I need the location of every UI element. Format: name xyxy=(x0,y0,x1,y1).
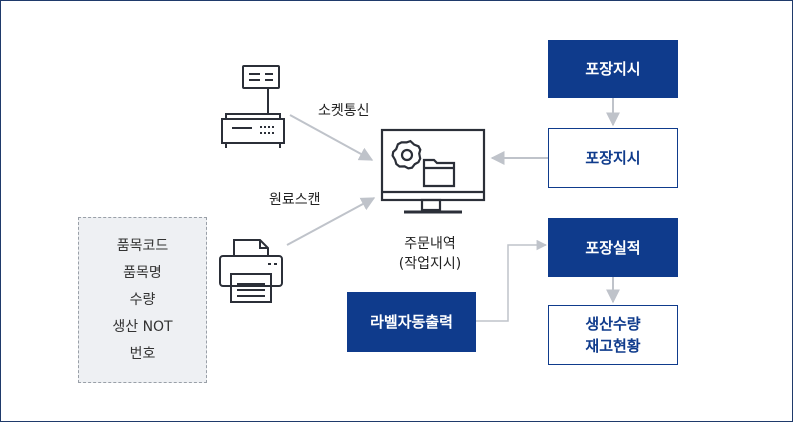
field-number: 번호 xyxy=(129,346,156,362)
pack-order-box: 포장지시 xyxy=(548,128,678,188)
field-production-not: 생산 NOT xyxy=(112,319,173,335)
order-history-caption: 주문내역 (작업지시) xyxy=(370,234,490,274)
arrow-label-to-result xyxy=(476,239,548,322)
order-history-label: 주문내역 xyxy=(404,236,456,252)
pack-result-box: 포장실적 xyxy=(548,218,678,277)
scale-icon xyxy=(221,65,285,148)
production-qty-box: 생산수량 재고현황 xyxy=(548,305,678,365)
arrow-printer-to-monitor xyxy=(286,197,376,246)
label-socket-comm: 소켓통신 xyxy=(318,103,370,119)
production-qty-label: 생산수량 xyxy=(585,315,641,333)
printer-icon xyxy=(219,239,283,303)
pack-order-top-box: 포장지시 xyxy=(548,40,678,98)
arrow-scale-to-monitor xyxy=(289,114,374,161)
field-item-code: 품목코드 xyxy=(116,238,169,254)
field-quantity: 수량 xyxy=(129,292,156,308)
label-auto-print-box: 라벨자동출력 xyxy=(347,292,476,352)
inventory-status-label: 재고현황 xyxy=(585,337,641,355)
work-order-label: (작업지시) xyxy=(398,256,462,272)
scan-data-panel: 품목코드 품목명 수량 생산 NOT 번호 xyxy=(78,217,207,383)
label-material-scan: 원료스캔 xyxy=(269,192,321,208)
field-item-name: 품목명 xyxy=(123,265,162,281)
monitor-gear-folder-icon xyxy=(380,128,486,214)
